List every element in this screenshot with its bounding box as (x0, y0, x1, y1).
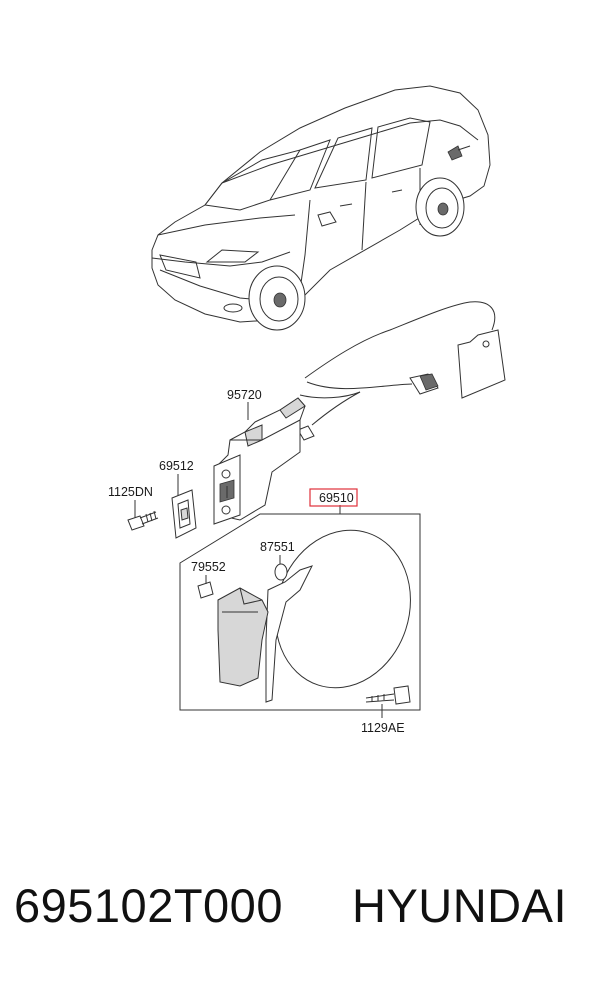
fuel-door-assembly-box (179, 513, 421, 711)
callout-79552: 79552 (191, 560, 226, 574)
screw-1125DN (127, 510, 159, 531)
callout-69512: 69512 (159, 459, 194, 473)
highlight-box-69510 (309, 488, 358, 507)
leader-lines (134, 402, 383, 718)
callout-1129AE: 1129AE (361, 721, 405, 735)
release-cable (297, 301, 506, 441)
actuator-95720 (213, 397, 306, 525)
callout-1125DN: 1125DN (108, 485, 153, 499)
footer-caption: 695102T000 HYUNDAI (0, 878, 600, 948)
callout-87551: 87551 (260, 540, 295, 554)
callout-69510: 69510 (319, 491, 354, 505)
car-illustration (151, 85, 491, 331)
part-number: 695102T000 (14, 879, 283, 932)
bracket-69512 (171, 489, 197, 539)
brand-name: HYUNDAI (352, 879, 568, 932)
callout-95720: 95720 (227, 388, 262, 402)
